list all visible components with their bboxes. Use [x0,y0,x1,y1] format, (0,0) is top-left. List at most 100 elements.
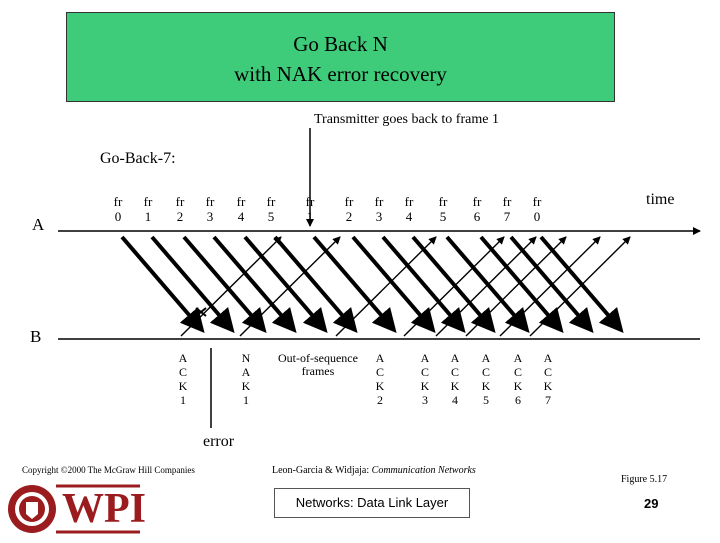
frame-label-number: 5 [439,209,447,224]
frame-transmission-arrow [120,235,205,334]
frame-transmission-arrow [509,235,594,334]
ack-label-char: K [450,379,460,393]
ack-return-arrow [499,236,601,337]
error-mark [195,307,207,317]
frame-label-prefix: fr [532,194,542,209]
station-b-label: B [30,327,42,346]
ack-label-char: A [241,365,251,379]
frame-label-number: 7 [503,209,511,224]
frame-label-number: 6 [473,209,481,224]
frame-label-number: 2 [345,209,353,224]
ack-label-char: C [543,365,552,379]
frame-transmission-arrow [381,235,466,334]
frame-label-number: 4 [405,209,413,224]
ack-label-char: K [178,379,188,393]
frame-transmission-arrow [243,235,328,334]
frame-label-prefix: fr [143,194,153,209]
out-of-sequence-label: Out-of-sequence frames [278,352,358,378]
ack-return-arrow [435,236,537,337]
wpi-logo: WPI [6,480,146,538]
frame-label-number: 2 [176,209,184,224]
frame-label-prefix: fr [374,194,384,209]
frame-transmission-arrow [411,235,496,334]
frame-label-prefix: fr [472,194,482,209]
frame-label-number: 4 [237,209,245,224]
ack-label-char: C [178,365,187,379]
ack-label-char: 7 [545,393,551,407]
citation-authors: Leon-Garcia & Widjaja: [272,465,370,476]
ack-label-char: K [241,379,251,393]
ack-return-arrow [335,236,437,337]
frame-label-number: 1 [144,209,152,224]
ack-label-char: A [375,351,385,365]
ack-label-char: 3 [422,393,428,407]
frame-label-prefix: fr [344,194,354,209]
error-label: error [203,433,235,450]
wpi-logo-text: WPI [62,486,146,532]
ack-label-char: C [481,365,490,379]
frame-label-prefix: fr [404,194,414,209]
frame-label-number: 3 [206,209,214,224]
ack-label-char: K [513,379,523,393]
frame-label-prefix: fr [438,194,448,209]
frame-label-prefix: fr [266,194,276,209]
wpi-seal-icon [8,484,140,534]
frame-label-prefix: fr [305,194,315,209]
page-number: 29 [644,496,659,511]
ack-label-char: K [481,379,491,393]
ack-label-char: 1 [243,393,249,407]
time-label: time [646,191,675,208]
ack-return-arrow [180,236,282,337]
protocol-label: Go-Back-7: [100,150,176,167]
title-line-1: Go Back N [293,32,388,56]
ack-label-char: A [481,351,491,365]
frame-label-prefix: fr [113,194,123,209]
frame-arrows [120,235,624,334]
ack-label-char: K [543,379,553,393]
frame-transmission-arrow [182,235,267,334]
citation-book: Communication Networks [371,465,476,476]
station-a-label: A [32,215,45,234]
frame-label-number: 3 [375,209,383,224]
ack-label-char: 5 [483,393,489,407]
ack-label-char: K [420,379,430,393]
ack-label-char: C [375,365,384,379]
frame-transmission-arrow [445,235,530,334]
frame-transmission-arrow [273,235,358,334]
frame-label-number: 0 [114,209,122,224]
frame-label-prefix: fr [175,194,185,209]
out-of-sequence-line-2: frames [301,364,335,378]
frame-transmission-arrow [212,235,297,334]
ack-label-char: C [420,365,429,379]
frame-label-prefix: fr [236,194,246,209]
ack-label-char: A [178,351,188,365]
frame-transmission-arrow [351,235,436,334]
ack-label-char: 6 [515,393,521,407]
ack-label-char: 2 [377,393,383,407]
ack-label-char: C [513,365,522,379]
frame-label-number: 0 [533,209,541,224]
ack-label-char: 4 [452,393,458,407]
frame-label-number: 5 [267,209,275,224]
ack-return-arrow [465,236,567,337]
ack-label-char: N [241,351,251,365]
ack-arrows [180,236,631,337]
